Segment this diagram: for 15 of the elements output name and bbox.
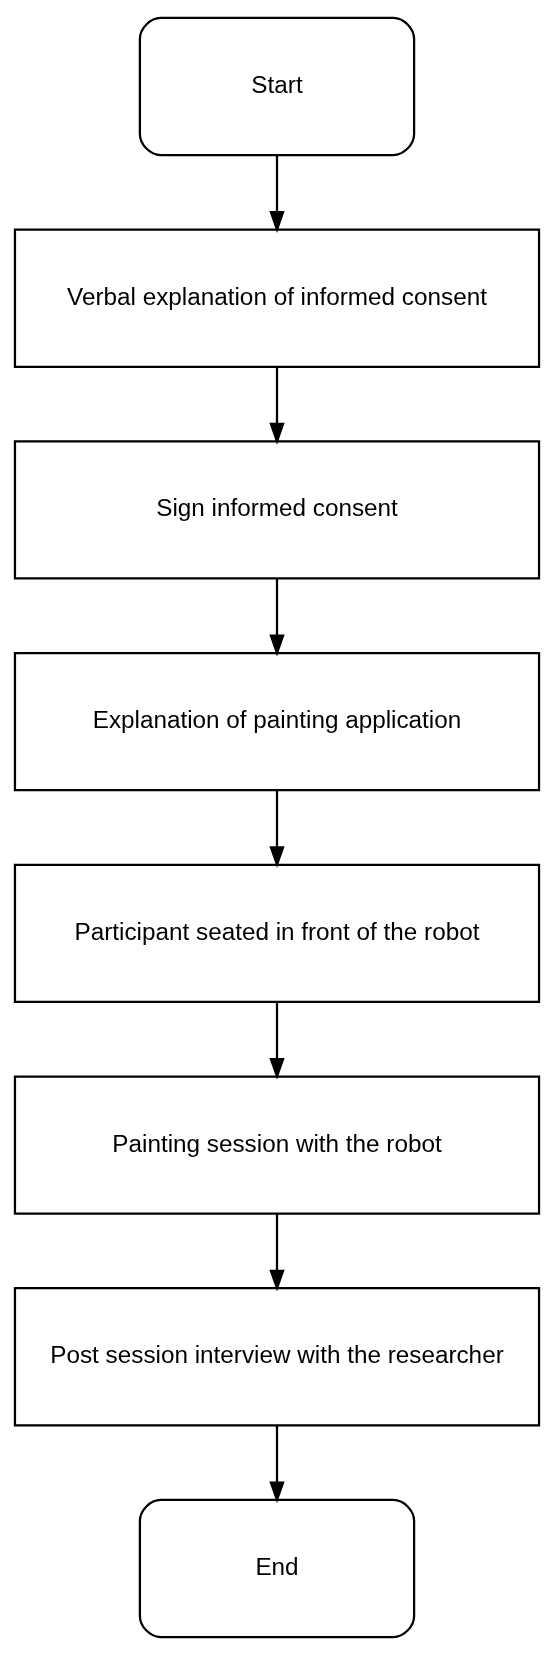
node-box: Start: [138, 16, 416, 156]
arrow: [269, 789, 285, 868]
arrow: [269, 154, 285, 233]
node-box: Post session interview with the researcher: [13, 1286, 541, 1426]
arrow: [269, 1425, 285, 1503]
arrow: [269, 366, 285, 445]
node-box: Participant seated in front of the robot: [13, 863, 541, 1003]
node-box: End: [138, 1498, 416, 1638]
arrow: [269, 578, 285, 656]
arrow: [269, 1213, 285, 1292]
node-box: Sign informed consent: [13, 439, 541, 580]
node-box: Verbal explanation of informed consent: [13, 228, 541, 368]
node-box: Painting session with the robot: [13, 1074, 541, 1215]
arrow: [269, 1001, 285, 1080]
node-box: Explanation of painting application: [13, 651, 541, 791]
